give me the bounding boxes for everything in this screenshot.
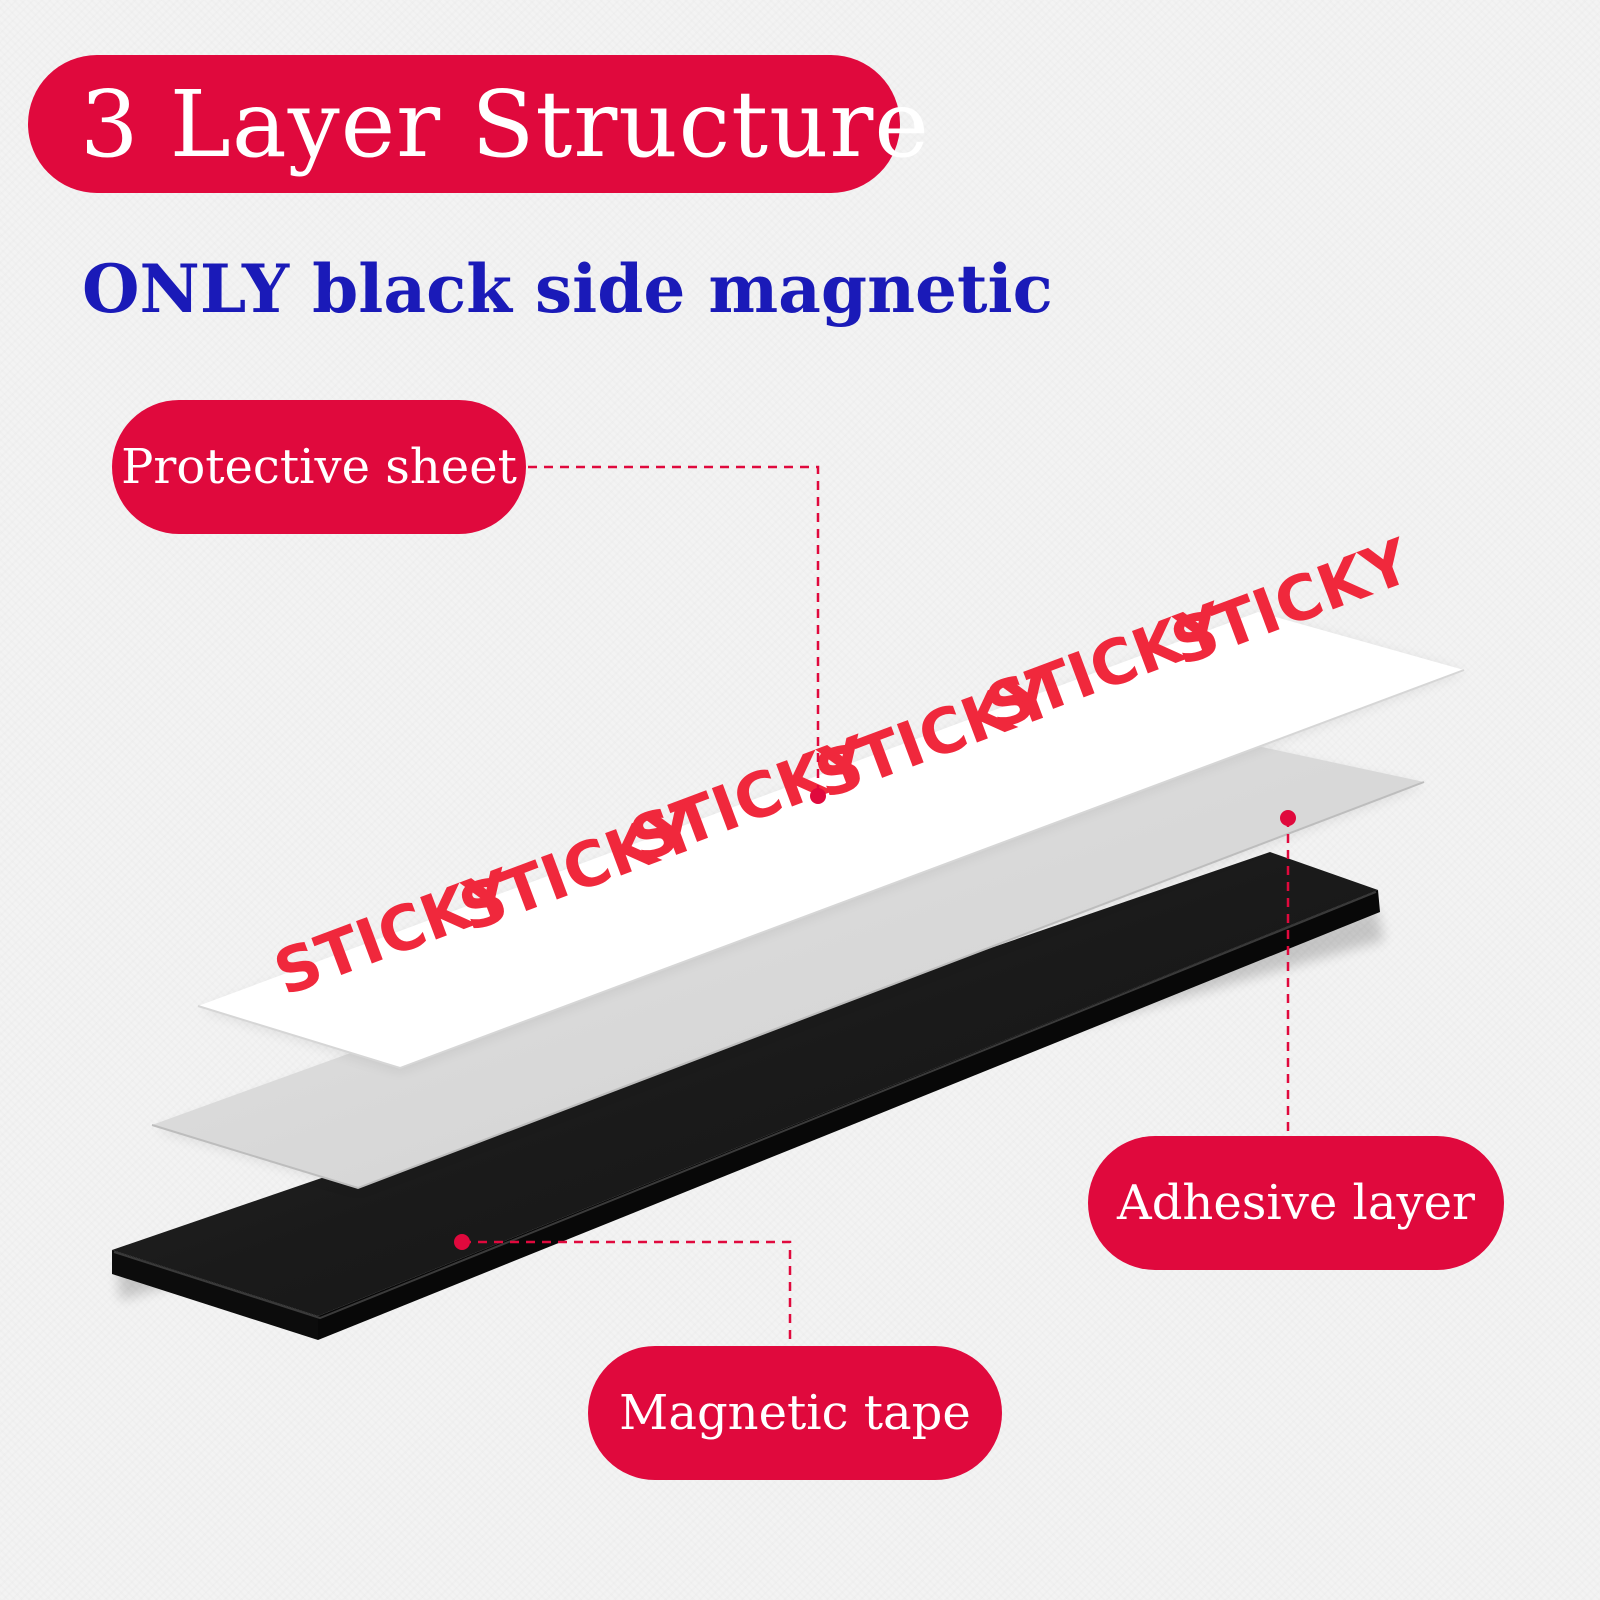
page-title: 3 Layer Structure [80, 70, 930, 178]
magnetic-leader-line [462, 1240, 792, 1344]
magnetic-tape-label: Magnetic tape [588, 1346, 1002, 1480]
protective-sheet-label: Protective sheet [112, 400, 526, 534]
adhesive-layer-label: Adhesive layer [1088, 1136, 1504, 1270]
adhesive-leader-dot [1280, 810, 1296, 826]
subtitle-text: ONLY black side magnetic [82, 250, 1053, 328]
protective-leader-dot [810, 788, 826, 804]
leader-lines [462, 465, 1290, 1344]
magnetic-tape-label-text: Magnetic tape [619, 1385, 971, 1441]
title-banner: 3 Layer Structure [28, 55, 929, 193]
adhesive-layer-strip [151, 738, 1425, 1190]
magnetic-leader-dot [454, 1234, 470, 1250]
protective-leader-line [528, 465, 820, 796]
adhesive-layer-label-text: Adhesive layer [1117, 1175, 1475, 1231]
leader-dots [454, 788, 1296, 1250]
magnetic-tape-strip [112, 852, 1384, 1340]
protective-sheet-label-text: Protective sheet [121, 439, 517, 495]
